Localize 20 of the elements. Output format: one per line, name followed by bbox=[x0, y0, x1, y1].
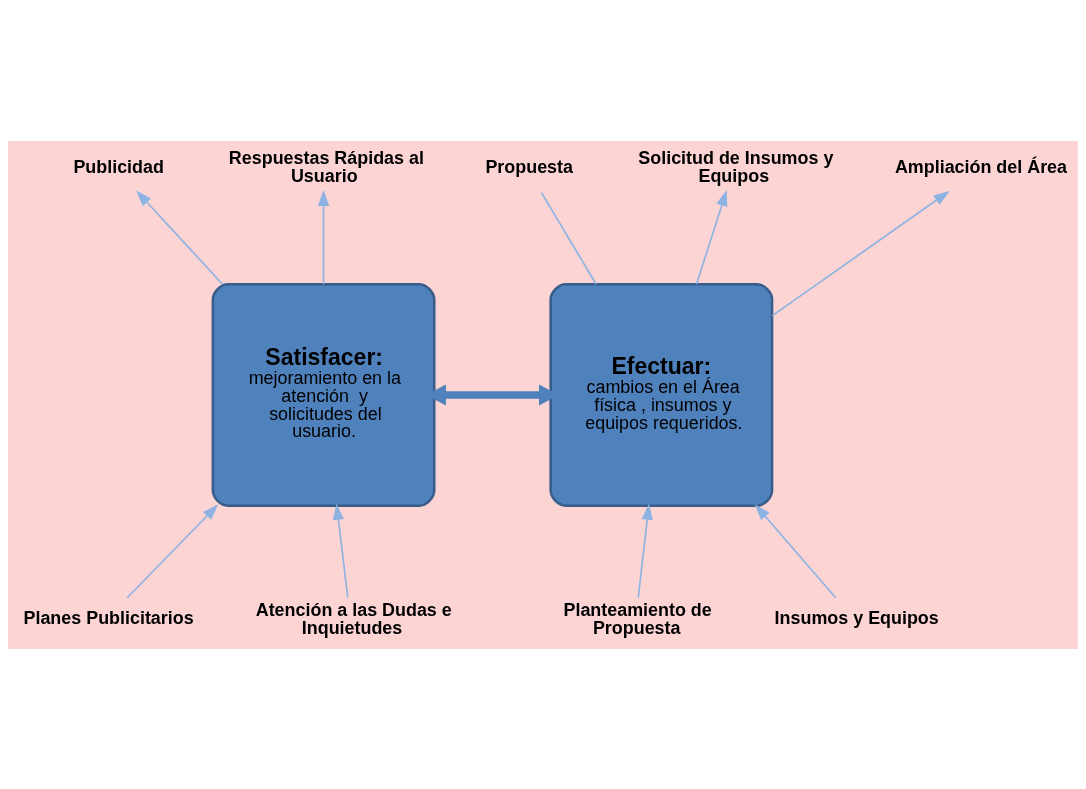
arrow bbox=[136, 189, 224, 285]
arrow bbox=[637, 503, 653, 599]
arrow bbox=[126, 503, 219, 599]
connector bbox=[540, 191, 597, 285]
node-box: Satisfacer: mejoramiento en la atención y solicitudes del usuario. bbox=[211, 282, 436, 507]
node-box: Efectuar: cambios en el Área física , insumos y equipos requeridos. bbox=[549, 282, 774, 507]
node-text: Respuestas Rápidas al Usuario bbox=[228, 147, 424, 186]
node-text: Atención a las Dudas e Inquietudes bbox=[255, 599, 452, 638]
node-text: Ampliación del Área bbox=[894, 156, 1068, 177]
arrow bbox=[695, 189, 728, 285]
arrow bbox=[754, 503, 837, 599]
node-text: Solicitud de Insumos y Equipos bbox=[638, 147, 834, 186]
arrow bbox=[771, 190, 950, 316]
node-text: Propuesta bbox=[485, 156, 573, 177]
node-text: Planes Publicitarios bbox=[23, 607, 194, 628]
arrow bbox=[317, 189, 330, 285]
node-text: Planteamiento de Propuesta bbox=[563, 599, 712, 638]
node-text: Insumos y Equipos bbox=[774, 607, 939, 628]
node-text: Publicidad bbox=[73, 156, 164, 177]
arrow bbox=[332, 503, 349, 599]
